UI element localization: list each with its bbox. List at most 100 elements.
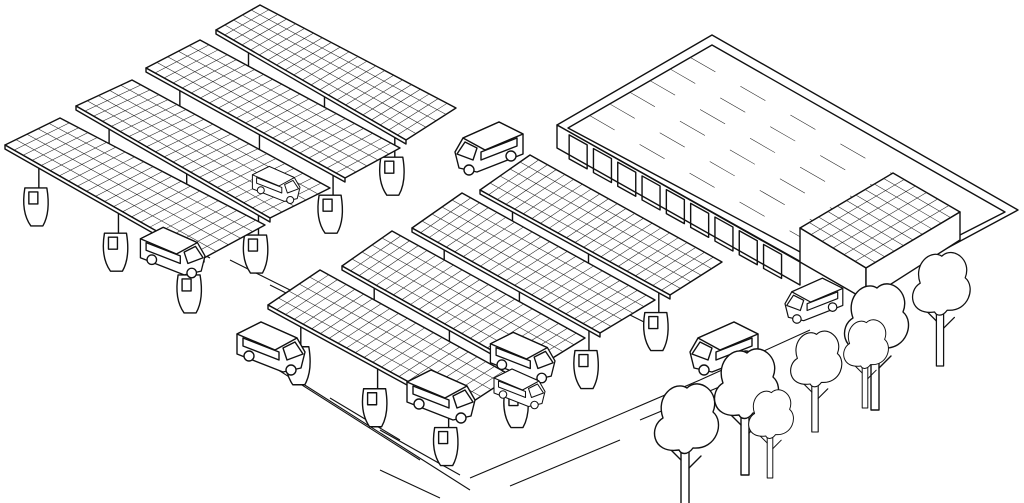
charger-screen (384, 160, 395, 174)
van-roof (236, 321, 298, 351)
panel-line (245, 93, 301, 124)
garage-door (641, 175, 661, 211)
panel-line (401, 264, 454, 300)
panel-line (310, 56, 359, 86)
panel-line (163, 49, 219, 79)
ev-charger (573, 349, 599, 390)
van-roof (489, 331, 549, 360)
panel-line (514, 174, 566, 210)
panel-line (489, 182, 681, 289)
panel-edge (215, 29, 407, 145)
panel-line (566, 203, 618, 238)
van-wheel (146, 254, 158, 266)
panel-line (77, 156, 135, 187)
roof-marking (729, 149, 756, 165)
panel-line (335, 142, 392, 174)
panel-line (488, 236, 542, 272)
panel-line (497, 164, 548, 200)
panel-line (381, 237, 575, 346)
van-wheel (463, 164, 475, 176)
ev-charger (432, 426, 459, 467)
van-windshield (284, 179, 300, 194)
panel-line (149, 195, 210, 228)
panel-line (167, 56, 368, 167)
van-side-windows (480, 137, 518, 161)
panel-line (451, 199, 645, 307)
panel-line (59, 146, 117, 177)
garage-door (617, 161, 637, 197)
panel-line (224, 24, 417, 134)
roof-marking (709, 161, 735, 177)
electric-vans (139, 121, 844, 424)
panel-line (328, 303, 382, 339)
panel-line (470, 303, 524, 339)
panel-line (454, 217, 507, 253)
van-wheel (792, 314, 802, 324)
van-windshield (533, 350, 554, 370)
panel-line (557, 275, 612, 310)
panel-line (397, 103, 448, 136)
panel-line (600, 222, 653, 258)
panel-line (471, 226, 524, 262)
panel-line (104, 171, 163, 202)
van-roof (462, 121, 524, 151)
panel-line (523, 179, 574, 215)
panel-line (259, 28, 305, 56)
panel-line (190, 143, 250, 173)
panel-line (427, 279, 480, 315)
charger-screen (578, 353, 589, 368)
panel-line (224, 9, 270, 36)
van-side-windows (715, 337, 753, 361)
panel-line (251, 9, 447, 115)
panel-line (379, 93, 430, 126)
panel-line (461, 298, 515, 334)
panel-edge (75, 105, 271, 223)
van-windshield (691, 341, 713, 361)
panel-line (131, 185, 191, 218)
garage-door (738, 230, 758, 266)
panel-line (208, 153, 268, 183)
panel-line (227, 83, 282, 114)
panel-line (444, 289, 498, 325)
van-side-windows (242, 337, 280, 361)
panel-line (390, 337, 443, 373)
panel-line (505, 246, 559, 281)
roof-marking (699, 109, 726, 125)
panel-line (181, 138, 241, 168)
panel-line (514, 251, 568, 286)
roof-marking (740, 86, 766, 101)
panel-line (328, 65, 376, 96)
panel-line (488, 159, 539, 195)
panel-line (381, 332, 434, 368)
roof-marking (739, 201, 765, 217)
panel-line (372, 327, 425, 363)
panel-line (299, 283, 492, 390)
panel-line (540, 265, 594, 300)
panel-line (155, 123, 214, 153)
panel-line (388, 98, 439, 131)
garage-door (665, 188, 686, 225)
roof-marking (609, 103, 635, 119)
panel-line (319, 60, 368, 91)
panel-line (309, 276, 502, 384)
panel-line (102, 94, 160, 122)
panel-line (592, 217, 644, 253)
electric-van (251, 165, 301, 204)
panel-line (591, 294, 647, 329)
panel-line (146, 119, 205, 147)
van-wheel (243, 350, 255, 362)
panel-line (355, 317, 408, 353)
panel-line (407, 346, 460, 382)
panel-line (384, 255, 437, 291)
roof-marking (639, 144, 665, 159)
panel-line (158, 200, 219, 233)
panel-line (32, 132, 89, 161)
charger-screen (181, 278, 192, 292)
panel-line (499, 175, 691, 283)
electric-van (493, 368, 546, 410)
panel-edge (411, 227, 601, 338)
panel-line (371, 244, 564, 352)
trees (653, 251, 971, 503)
panel-line (548, 193, 600, 229)
panel-line (583, 213, 635, 248)
